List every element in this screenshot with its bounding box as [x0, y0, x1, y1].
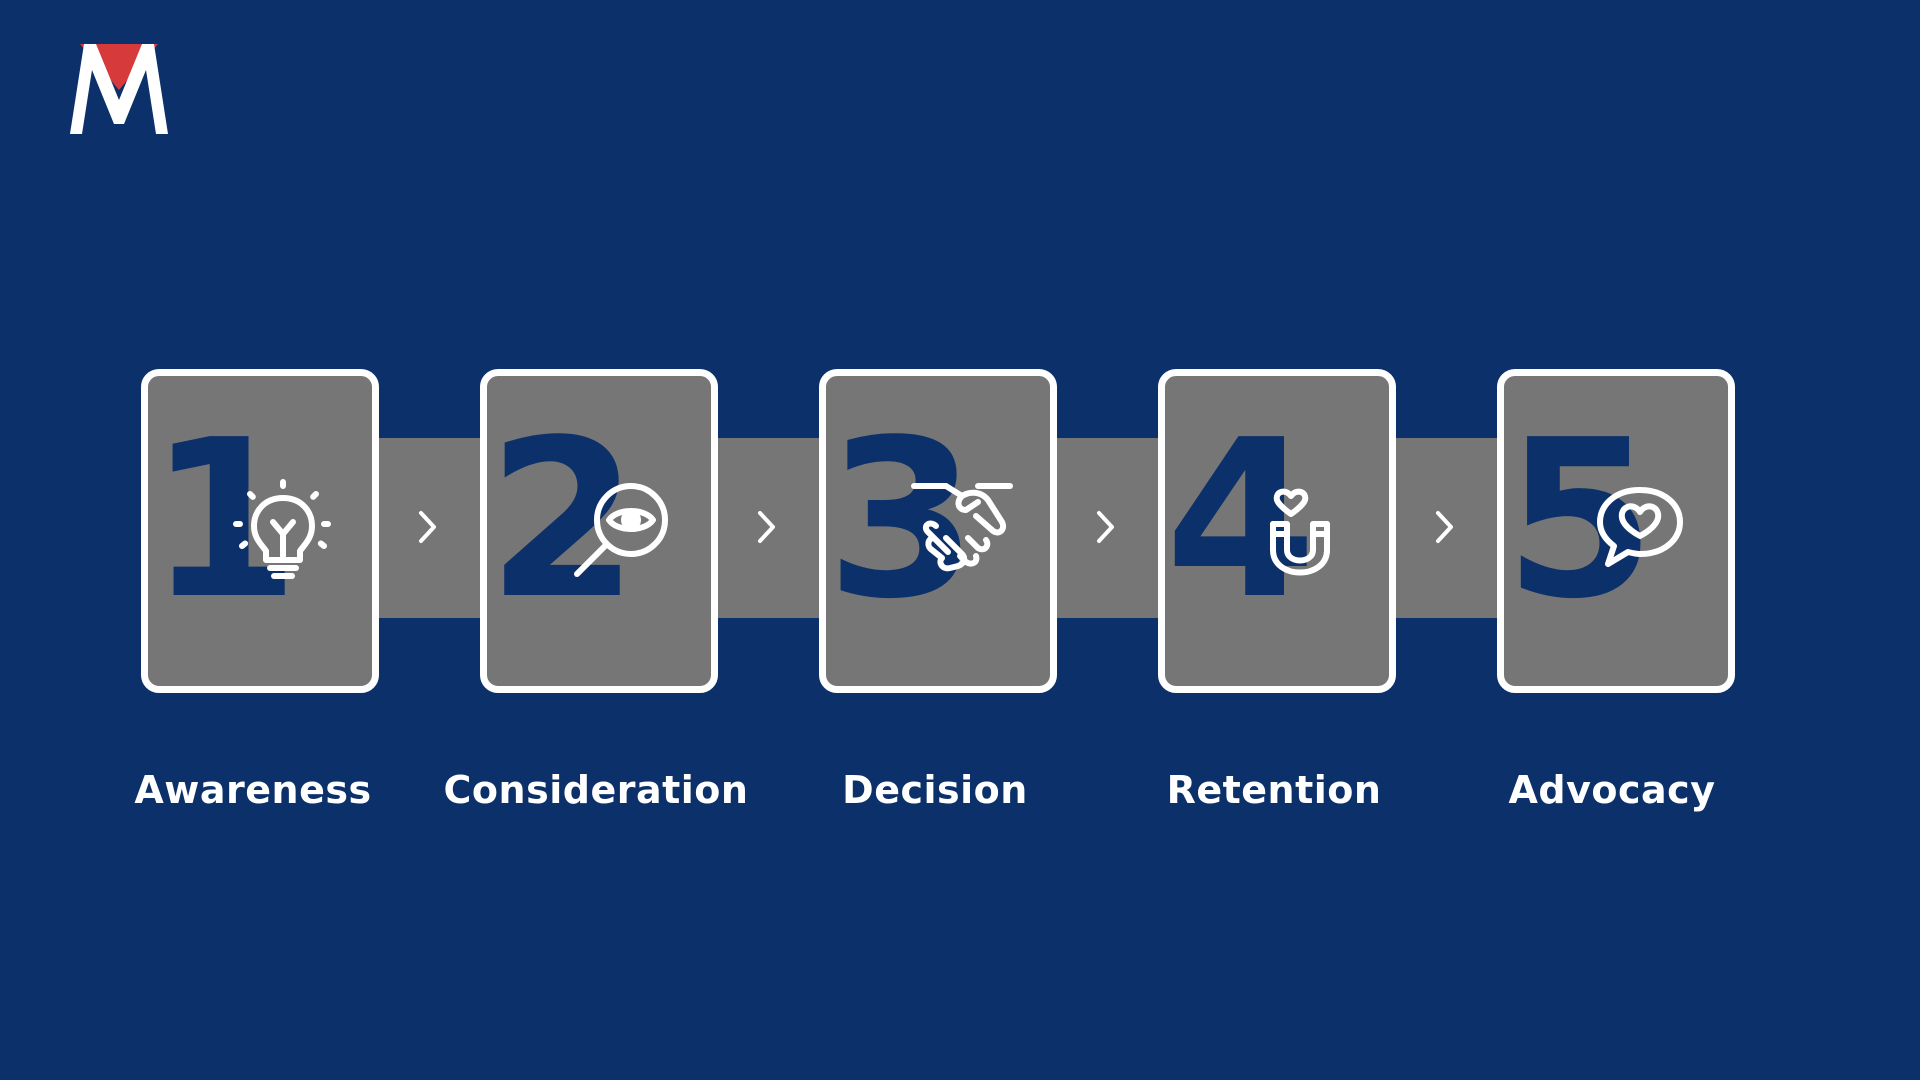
m-logo-icon	[70, 44, 168, 134]
stage-label-consideration: Consideration	[443, 768, 749, 812]
chevron-right-icon	[1097, 511, 1114, 543]
magnifier-eye-icon	[574, 483, 668, 577]
speech-heart-icon	[1597, 487, 1683, 567]
chevron-right-icon	[419, 511, 436, 543]
stage-card-decision: 3	[819, 369, 1057, 693]
stage-label-awareness: Awareness	[134, 768, 372, 812]
magnet-heart-icon	[1270, 488, 1330, 576]
stage-label-advocacy: Advocacy	[1508, 768, 1716, 812]
handshake-icon	[911, 483, 1013, 572]
stage-card-retention: 4	[1158, 369, 1396, 693]
chevron-right-icon	[758, 511, 775, 543]
stage-number: 2	[487, 394, 639, 647]
stage-number: 3	[826, 394, 978, 647]
stage-number: 5	[1504, 394, 1656, 647]
chevron-right-icon	[1436, 511, 1453, 543]
lightbulb-icon	[233, 479, 333, 579]
stage-label-decision: Decision	[842, 768, 1028, 812]
stage-card-advocacy: 5	[1497, 369, 1735, 693]
stage-card-awareness: 1	[141, 369, 379, 693]
stage-number: 4	[1165, 394, 1317, 647]
stage-label-retention: Retention	[1166, 768, 1382, 812]
stage-card-consideration: 2	[480, 369, 718, 693]
